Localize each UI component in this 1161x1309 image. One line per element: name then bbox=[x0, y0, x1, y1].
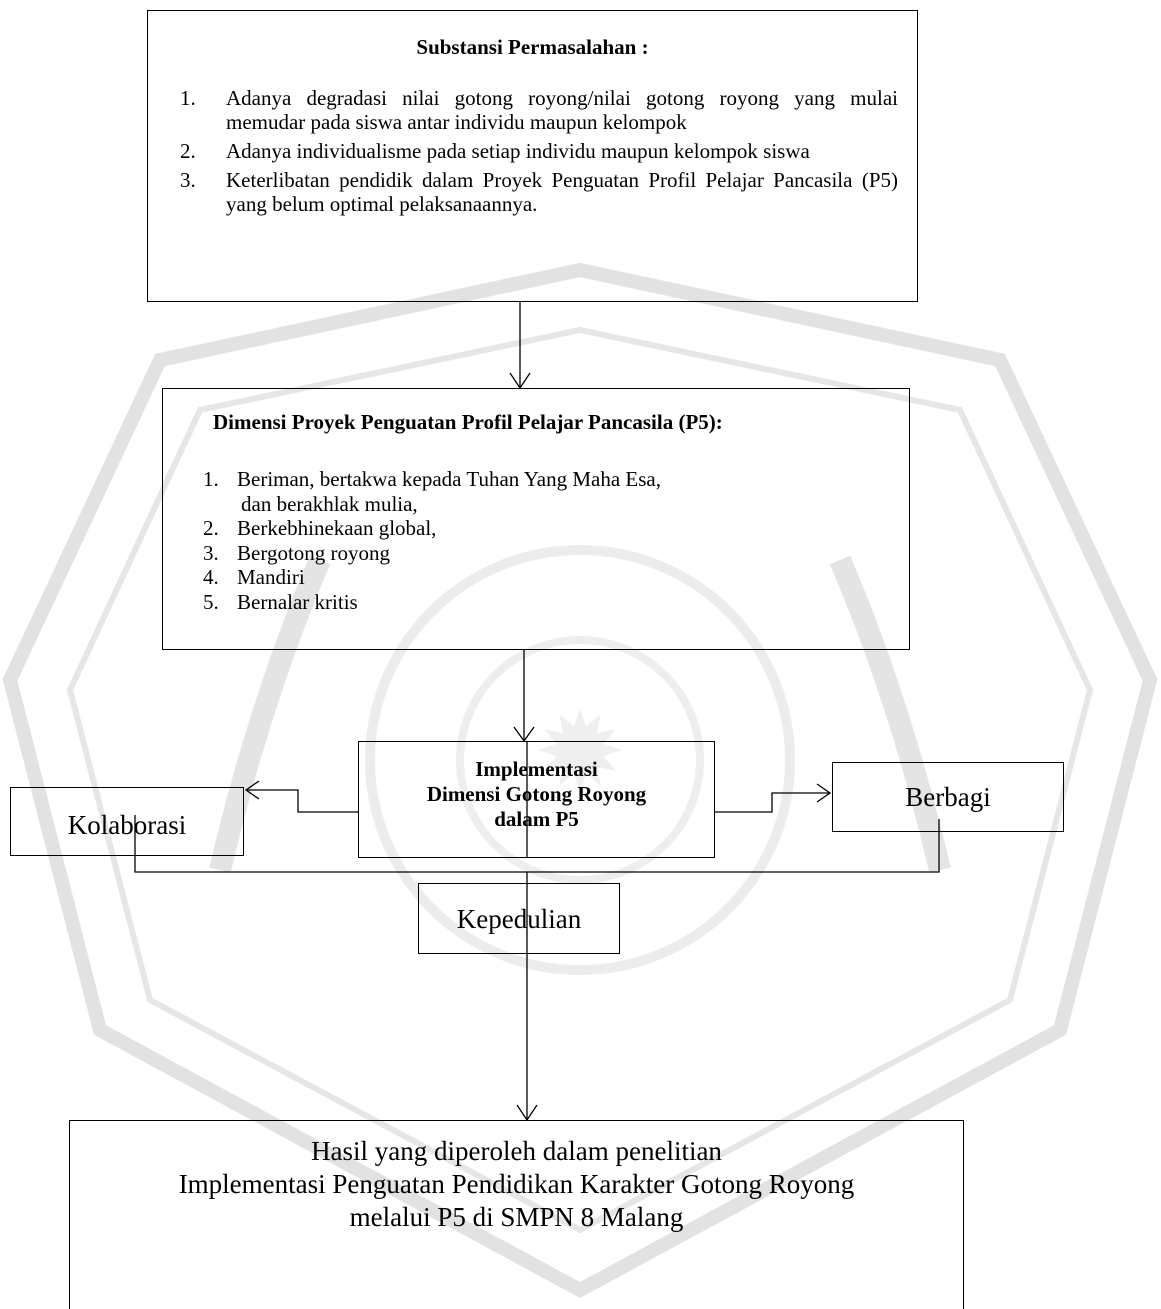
collaboration-box: Kolaborasi bbox=[10, 787, 244, 856]
problem-substance-title: Substansi Permasalahan : bbox=[416, 35, 649, 59]
problem-item: 1.Adanya degradasi nilai gotong royong/n… bbox=[180, 86, 898, 134]
sharing-label: Berbagi bbox=[905, 782, 991, 812]
collaboration-label: Kolaborasi bbox=[67, 810, 187, 840]
implementation-box: Implementasi Dimensi Gotong Royong dalam… bbox=[358, 741, 715, 858]
care-label: Kepedulian bbox=[456, 904, 582, 934]
result-line: Implementasi Penguatan Pendidikan Karakt… bbox=[178, 1169, 855, 1199]
dimension-item: 5.Bernalar kritis bbox=[203, 589, 358, 614]
care-box: Kepedulian bbox=[418, 883, 620, 954]
p5-dimensions-box: Dimensi Proyek Penguatan Profil Pelajar … bbox=[162, 388, 910, 650]
problem-list: 1.Adanya degradasi nilai gotong royong/n… bbox=[180, 86, 898, 221]
problem-item: 3.Keterlibatan pendidik dalam Proyek Pen… bbox=[180, 168, 898, 216]
problem-item: 2.Adanya individualisme pada setiap indi… bbox=[180, 139, 810, 163]
dimension-item: 4.Mandiri bbox=[203, 565, 305, 589]
dimension-item: 1.Beriman, bertakwa kepada Tuhan Yang Ma… bbox=[203, 467, 661, 516]
dimension-list: 1.Beriman, bertakwa kepada Tuhan Yang Ma… bbox=[203, 467, 843, 614]
sharing-box: Berbagi bbox=[832, 762, 1064, 832]
p5-dimensions-title: Dimensi Proyek Penguatan Profil Pelajar … bbox=[213, 410, 723, 434]
research-result-box: Hasil yang diperoleh dalam penelitian Im… bbox=[69, 1120, 964, 1309]
result-line: Hasil yang diperoleh dalam penelitian bbox=[311, 1136, 722, 1166]
implementation-title: Implementasi Dimensi Gotong Royong dalam… bbox=[426, 757, 647, 831]
dimension-item: 2.Berkebhinekaan global, bbox=[203, 516, 437, 540]
result-line: melalui P5 di SMPN 8 Malang bbox=[349, 1202, 684, 1232]
dimension-item: 3.Bergotong royong bbox=[203, 540, 391, 565]
problem-substance-box: Substansi Permasalahan : 1.Adanya degrad… bbox=[147, 10, 918, 302]
